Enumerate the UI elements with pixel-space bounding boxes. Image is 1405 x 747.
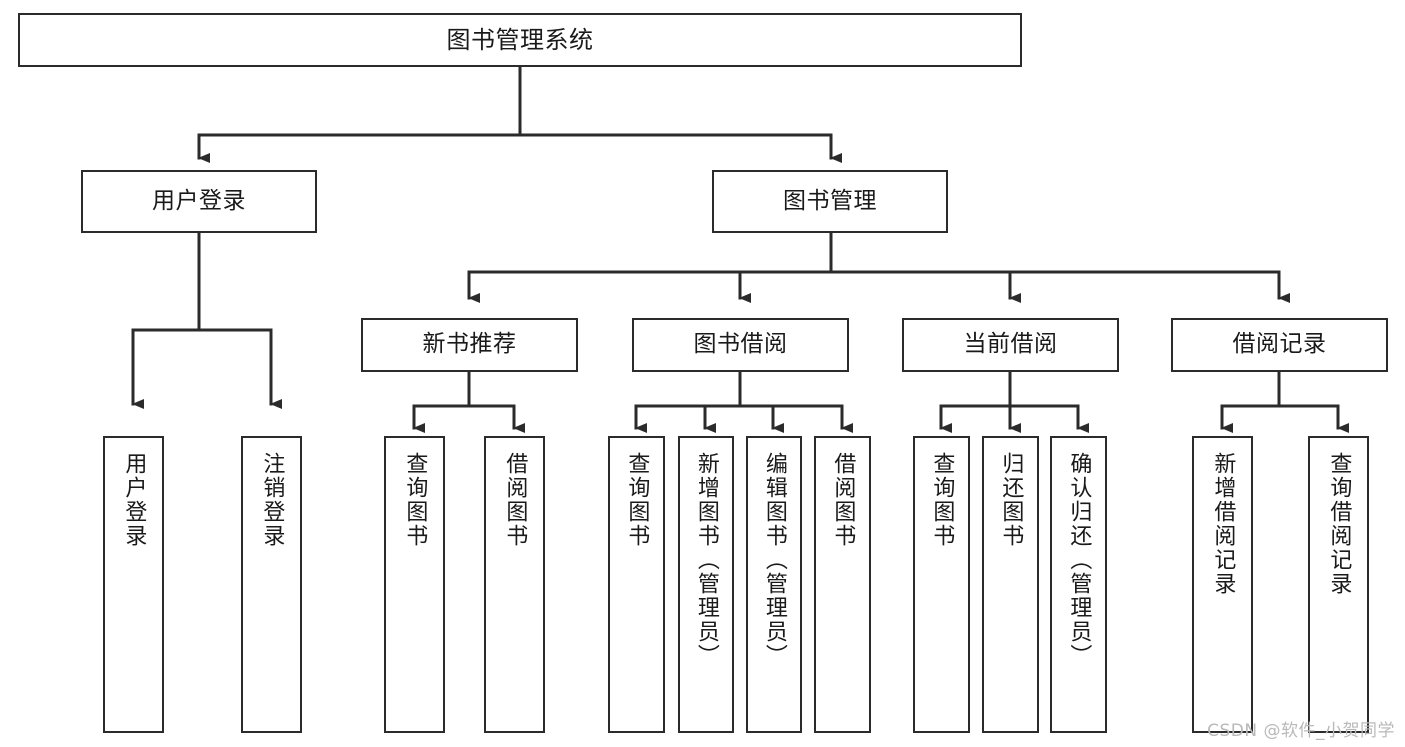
node-label: 用户登录 [121, 452, 147, 548]
leaf-query-book-recommend[interactable]: 查询图书 [384, 436, 445, 733]
leaf-query-book-borrow[interactable]: 查询图书 [608, 436, 665, 733]
node-label: 归还图书 [998, 452, 1024, 548]
node-label: 借阅图书 [830, 452, 856, 548]
node-label: 查询图书 [624, 452, 650, 548]
node-label: 用户登录 [152, 187, 246, 214]
node-label: 查询图书 [929, 452, 955, 548]
node-book-borrow[interactable]: 图书借阅 [632, 318, 849, 372]
leaf-user-login[interactable]: 用户登录 [103, 436, 164, 733]
node-label: 借阅记录 [1232, 331, 1327, 358]
node-label: 图书借阅 [693, 331, 788, 358]
node-book-management[interactable]: 图书管理 [712, 170, 948, 233]
leaf-query-book-current[interactable]: 查询图书 [913, 436, 970, 733]
leaf-logout[interactable]: 注销登录 [241, 436, 302, 733]
node-label: 确认归还（管理员） [1066, 452, 1092, 668]
node-borrow-record[interactable]: 借阅记录 [1171, 318, 1388, 372]
node-label: 当前借阅 [963, 331, 1058, 358]
node-user-login[interactable]: 用户登录 [81, 170, 317, 233]
node-new-book-recommend[interactable]: 新书推荐 [361, 318, 578, 372]
node-current-borrow[interactable]: 当前借阅 [902, 318, 1119, 372]
node-label: 图书管理系统 [446, 25, 594, 54]
node-label: 新增借阅记录 [1210, 452, 1236, 596]
node-label: 新书推荐 [422, 331, 517, 358]
leaf-edit-book[interactable]: 编辑图书（管理员） [746, 436, 802, 733]
leaf-return-book[interactable]: 归还图书 [982, 436, 1039, 733]
node-label: 新增图书（管理员） [693, 452, 719, 668]
node-label: 查询图书 [402, 452, 428, 548]
node-label: 编辑图书（管理员） [761, 452, 787, 668]
leaf-confirm-return[interactable]: 确认归还（管理员） [1050, 436, 1107, 733]
leaf-add-book[interactable]: 新增图书（管理员） [678, 436, 734, 733]
node-label: 图书管理 [783, 187, 877, 214]
leaf-add-borrow-record[interactable]: 新增借阅记录 [1192, 436, 1253, 733]
node-root-system[interactable]: 图书管理系统 [18, 13, 1022, 67]
leaf-borrow-book-recommend[interactable]: 借阅图书 [484, 436, 545, 733]
leaf-query-borrow-record[interactable]: 查询借阅记录 [1308, 436, 1369, 733]
node-label: 借阅图书 [502, 452, 528, 548]
leaf-borrow-book[interactable]: 借阅图书 [814, 436, 871, 733]
node-label: 查询借阅记录 [1326, 452, 1352, 596]
node-label: 注销登录 [259, 452, 285, 548]
